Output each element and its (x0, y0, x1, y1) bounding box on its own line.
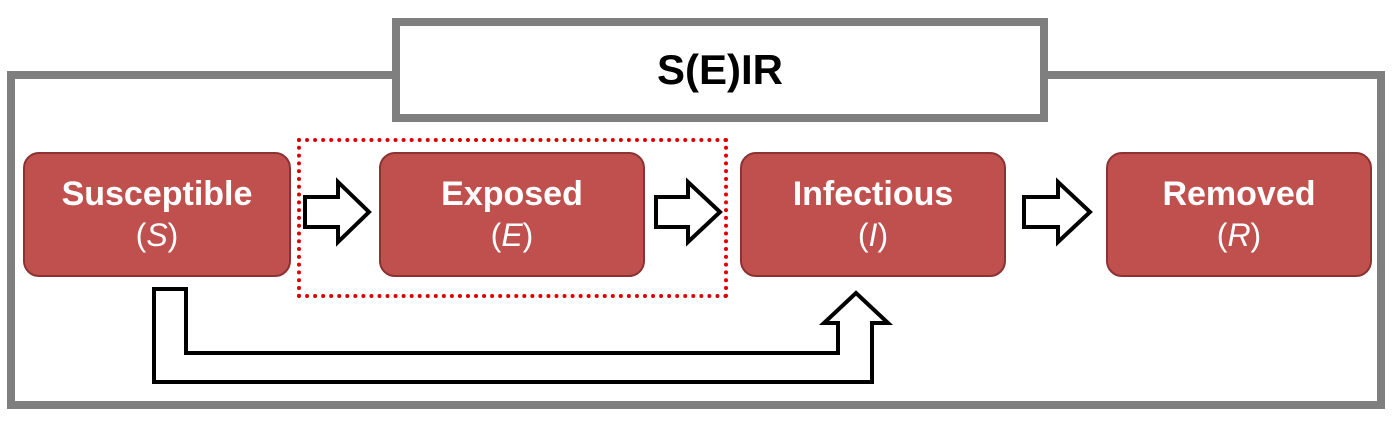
state-infectious-letter: I (868, 216, 878, 253)
state-removed-letter: R (1227, 216, 1251, 253)
diagram-title: S(E)IR (657, 46, 783, 93)
state-removed: Removed (R) (1106, 152, 1372, 277)
state-exposed-letter: E (501, 216, 523, 253)
state-infectious-symbol: (I) (857, 216, 889, 253)
state-susceptible-symbol: (S) (135, 216, 179, 253)
state-removed-name: Removed (1162, 174, 1316, 213)
state-susceptible: Susceptible (S) (23, 152, 291, 277)
state-susceptible-letter: S (146, 216, 168, 253)
state-infectious: Infectious (I) (740, 152, 1006, 277)
state-infectious-name: Infectious (792, 174, 954, 213)
title-box: S(E)IR (392, 18, 1048, 122)
state-exposed-symbol: (E) (490, 216, 534, 253)
state-exposed-name: Exposed (441, 174, 583, 213)
state-susceptible-name: Susceptible (61, 174, 253, 213)
state-exposed: Exposed (E) (379, 152, 645, 277)
state-removed-symbol: (R) (1216, 216, 1262, 253)
